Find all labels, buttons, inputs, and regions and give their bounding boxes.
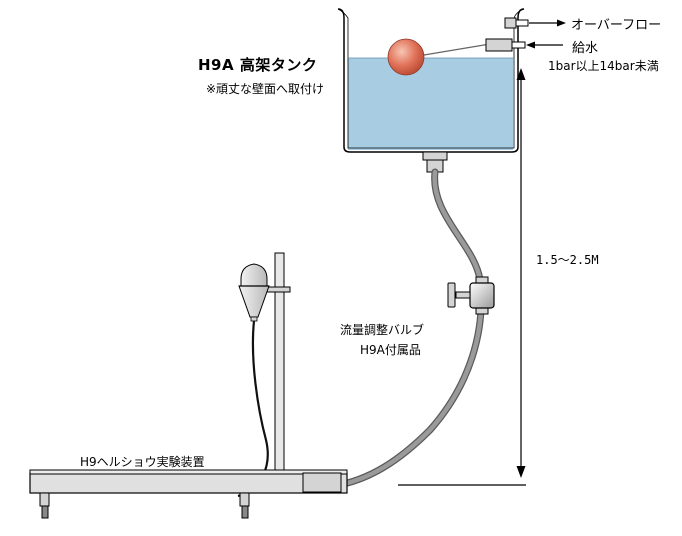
- float-arm: [423, 43, 491, 56]
- supply-arrow: [526, 41, 563, 49]
- elevated-tank: [337, 8, 529, 173]
- supply-pipe: [511, 41, 526, 49]
- float-valve: [485, 38, 513, 52]
- flow-control-valve: [447, 276, 495, 315]
- inlet-block: [302, 472, 342, 493]
- tank-title: H9A 高架タンク: [198, 56, 318, 74]
- apparatus-label: H9ヘルショウ実験装置: [80, 455, 205, 469]
- overflow-fitting: [504, 17, 517, 29]
- valve-name-label: 流量調整バルブ: [340, 323, 425, 337]
- tank-inner-wall: [337, 8, 525, 149]
- tank-mounting-note: ※頑丈な壁面へ取付け: [206, 82, 325, 96]
- hele-shaw-apparatus: [29, 469, 348, 519]
- outlet-fitting-top: [422, 151, 448, 161]
- float-ball: [387, 38, 425, 76]
- overflow-pipe: [515, 19, 529, 27]
- valve-handle: [447, 282, 456, 308]
- supply-hose: [331, 169, 484, 489]
- height-label: 1.5〜2.5M: [536, 253, 599, 267]
- overflow-arrow: [529, 19, 566, 27]
- drip-funnel: [238, 263, 270, 322]
- tank-water: [348, 58, 513, 150]
- overflow-label: オーバーフロー: [571, 18, 662, 33]
- leg-left: [39, 492, 50, 507]
- water-supply-label: 給水: [572, 41, 599, 56]
- supply-pressure-label: 1bar以上14bar未満: [548, 59, 659, 73]
- height-dimension: [398, 68, 526, 486]
- leg-right: [239, 492, 250, 507]
- valve-accessory-label: H9A付属品: [360, 343, 421, 357]
